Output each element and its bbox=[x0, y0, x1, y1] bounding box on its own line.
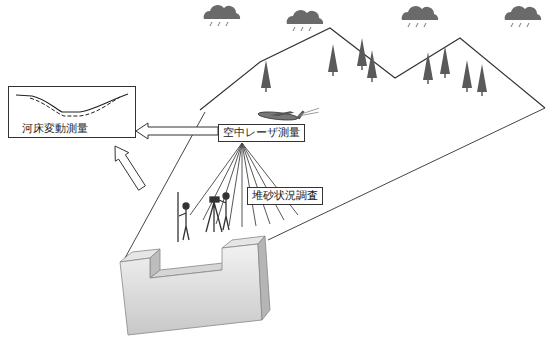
node-label: 河床変動測量 bbox=[21, 122, 89, 136]
surveyor-with-staff bbox=[178, 192, 189, 242]
tripod bbox=[206, 202, 222, 232]
cloud-icons bbox=[204, 5, 541, 24]
surveyor-with-level bbox=[206, 193, 229, 232]
survey-label-box: 堆砂状況調査 bbox=[247, 187, 323, 205]
tree-icons bbox=[261, 38, 487, 92]
person-head bbox=[183, 203, 189, 209]
valley-side-line bbox=[268, 108, 545, 240]
level-instrument bbox=[210, 197, 219, 202]
survey-staff bbox=[177, 192, 178, 242]
mountain-outline bbox=[200, 28, 545, 110]
laser-beams bbox=[190, 143, 298, 227]
dam-front bbox=[120, 244, 262, 335]
person-body bbox=[219, 199, 229, 230]
dam-side bbox=[258, 236, 270, 320]
cross-section-box: 河床変動測量 bbox=[8, 86, 136, 138]
riverbed-profile-dashed bbox=[30, 97, 120, 116]
aircraft-wing bbox=[270, 109, 294, 117]
aircraft-trail bbox=[298, 106, 319, 118]
hollow-arrow bbox=[115, 146, 145, 190]
node-label: 堆砂状況調査 bbox=[252, 189, 318, 203]
dam-notch-wall bbox=[150, 249, 160, 278]
hollow-arrow bbox=[136, 123, 218, 139]
rain-ticks bbox=[210, 22, 529, 31]
survey-label-box: 空中レーザ測量 bbox=[218, 124, 305, 142]
riverbed-profile bbox=[16, 94, 128, 112]
person-body bbox=[179, 209, 189, 240]
aircraft-icon bbox=[258, 102, 319, 124]
tree-trunks bbox=[266, 66, 482, 96]
node-label: 空中レーザ測量 bbox=[223, 126, 300, 140]
person-head bbox=[223, 193, 229, 199]
